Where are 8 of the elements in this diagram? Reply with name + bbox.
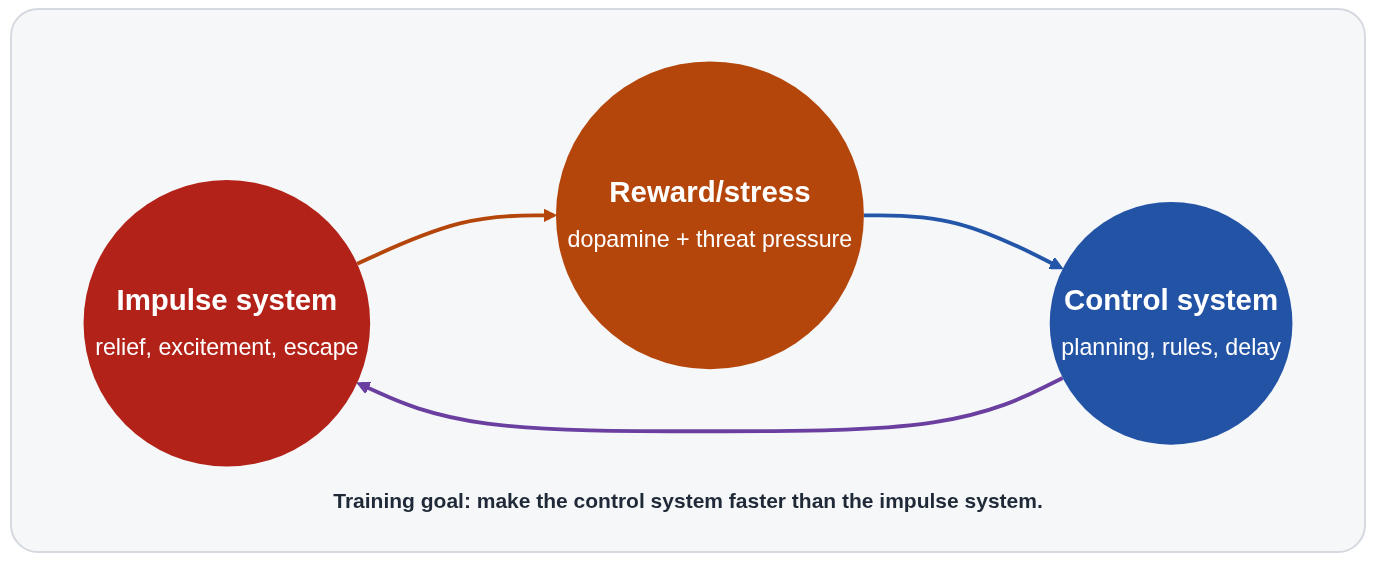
panel-background: Impulse system relief, excitement, escape Reward/stress dopamine + threat pressure Control system planning, rules, delay Training goal: make the control system faster than the impulse system.	[10, 8, 1366, 553]
node-circle	[1049, 201, 1293, 445]
caption: Training goal: make the control system faster than the impulse system.	[333, 488, 1043, 513]
arrow	[863, 212, 1064, 269]
node-circle	[83, 179, 371, 467]
arrow	[356, 375, 1064, 433]
arrow	[356, 208, 557, 265]
node-circle	[555, 60, 864, 369]
